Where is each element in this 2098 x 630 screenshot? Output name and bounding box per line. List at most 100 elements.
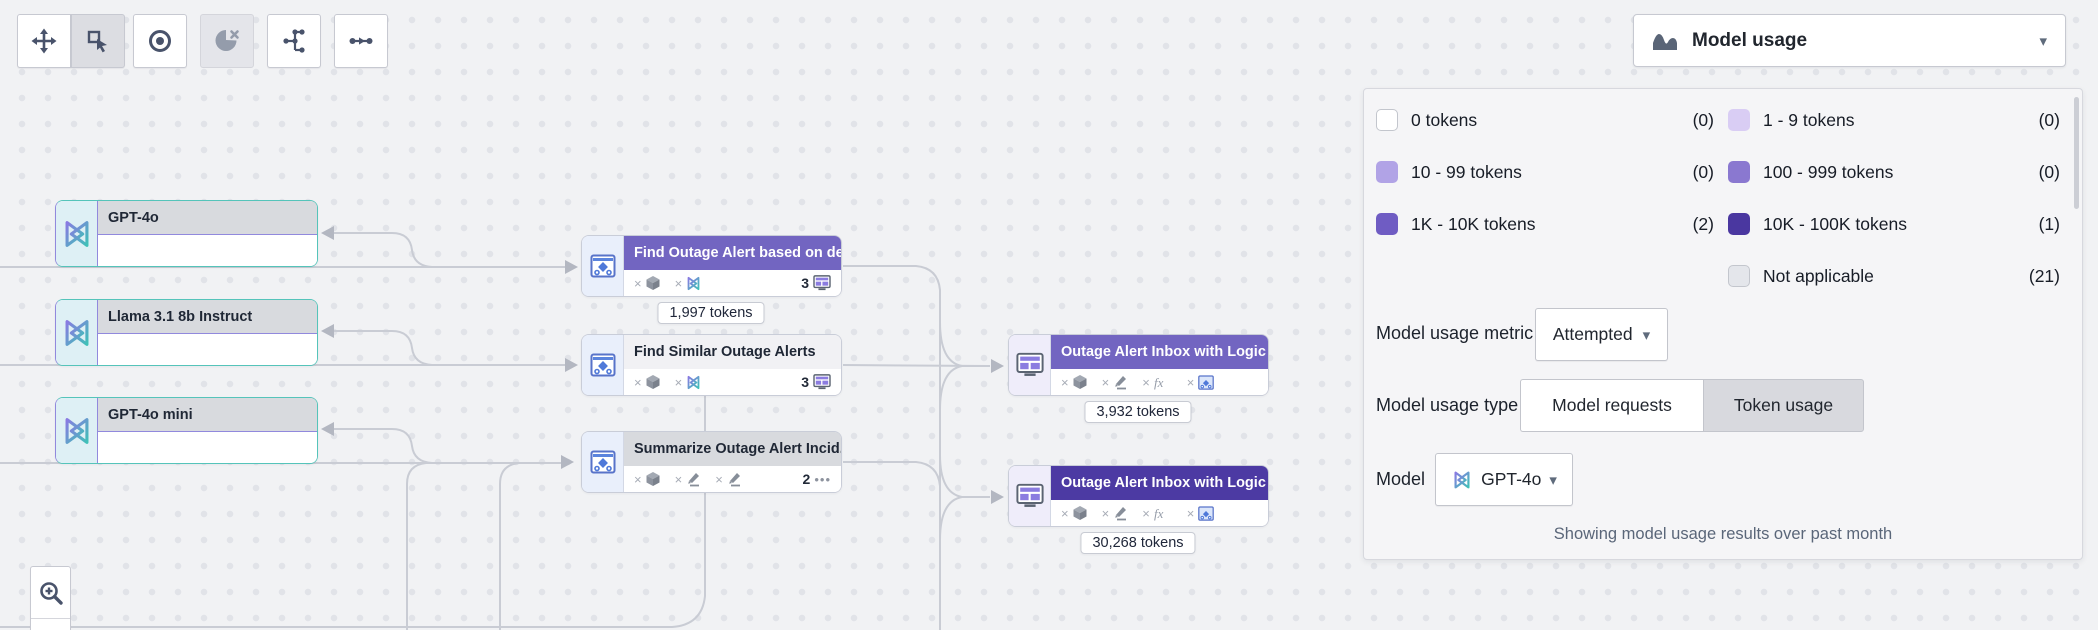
panel-scrollbar[interactable] [2074, 97, 2079, 209]
node-title: GPT-4o mini [98, 398, 317, 432]
cube-icon [646, 375, 660, 389]
node-body: × × × [624, 466, 841, 492]
input-model-chip: × [675, 374, 703, 391]
model-node-iconbox [56, 300, 98, 365]
model-hourglass-icon [687, 276, 700, 290]
node-body [98, 334, 317, 365]
pan-tool-button[interactable] [17, 14, 71, 68]
zoom-in-button[interactable] [31, 567, 70, 619]
token-count-badge: 3,932 tokens [1084, 401, 1192, 423]
logic-function-icon [1198, 374, 1215, 390]
model-usage-panel: 0 tokens (0) 10 - 99 tokens (0) 1K - 10K… [1363, 88, 2083, 560]
merge-arrow-icon [349, 37, 373, 45]
legend-item-10-99-tokens[interactable]: 10 - 99 tokens (0) [1376, 157, 1714, 187]
input-function-chip: × fx [1142, 506, 1173, 521]
usage-type-segmented-control: Model requests Token usage [1520, 379, 1864, 432]
function-node-iconbox [582, 236, 624, 296]
node-title: Summarize Outage Alert Incid... [624, 432, 841, 466]
model-hourglass-icon [65, 417, 88, 444]
input-object-chip: × [1061, 374, 1088, 390]
svg-text:fx: fx [1154, 506, 1164, 521]
node-title: GPT-4o [98, 201, 317, 235]
node-title: Find Similar Outage Alerts [624, 335, 841, 369]
model-dropdown[interactable]: GPT-4o ▾ [1435, 453, 1573, 506]
token-count-badge: 30,268 tokens [1080, 532, 1196, 554]
model-hourglass-icon [687, 375, 700, 389]
node-outage-alert-inbox-1[interactable]: Outage Alert Inbox with Logic ... × × [1008, 334, 1269, 396]
legend-item-not-applicable[interactable]: Not applicable (21) [1728, 261, 2060, 291]
node-title: Llama 3.1 8b Instruct [98, 300, 317, 334]
node-outage-alert-inbox-2[interactable]: Outage Alert Inbox with Logic × × [1008, 465, 1269, 527]
legend-item-10k-100k-tokens[interactable]: 10K - 100K tokens (1) [1728, 209, 2060, 239]
usage-chart-tool-button[interactable] [200, 14, 254, 68]
output-count: 3 [801, 275, 809, 291]
metric-label: Model usage metric [1376, 323, 1534, 343]
legend-item-0-tokens[interactable]: 0 tokens (0) [1376, 105, 1714, 135]
logic-function-icon [590, 353, 615, 377]
legend-item-1k-10k-tokens[interactable]: 1K - 10K tokens (2) [1376, 209, 1714, 239]
model-requests-button[interactable]: Model requests [1520, 379, 1703, 432]
node-body: × × 3 [624, 369, 841, 395]
model-node-iconbox [56, 201, 98, 266]
cube-icon [1073, 375, 1087, 389]
zoom-controls [30, 566, 71, 630]
node-find-outage-alert[interactable]: Find Outage Alert based on de... × × [581, 235, 842, 297]
node-title: Outage Alert Inbox with Logic ... [1051, 335, 1268, 369]
node-body: × × × fx [1051, 369, 1268, 395]
pen-icon [688, 473, 700, 487]
node-summarize-outage-alert[interactable]: Summarize Outage Alert Incid... × × [581, 431, 842, 493]
node-body: × × 3 [624, 270, 841, 296]
metric-dropdown[interactable]: Attempted ▾ [1535, 308, 1668, 361]
move-arrows-icon [31, 28, 57, 54]
chevron-down-icon: ▾ [1549, 471, 1557, 489]
node-llama-3-1-8b-instruct[interactable]: Llama 3.1 8b Instruct [55, 299, 318, 366]
legend-swatch [1728, 109, 1750, 131]
node-gpt-4o[interactable]: GPT-4o [55, 200, 318, 267]
node-gpt-4o-mini[interactable]: GPT-4o mini [55, 397, 318, 464]
layout-tool-button[interactable] [267, 14, 321, 68]
legend-swatch [1376, 213, 1398, 235]
node-body: × × × fx [1051, 500, 1268, 526]
node-body [98, 235, 317, 266]
magnifier-plus-icon [39, 581, 63, 605]
legend-item-100-999-tokens[interactable]: 100 - 999 tokens (0) [1728, 157, 2060, 187]
cube-icon [646, 472, 660, 486]
pen-icon [1115, 507, 1127, 521]
inbox-app-icon [813, 374, 831, 390]
chevron-down-icon: ▾ [2039, 32, 2047, 50]
usage-type-label: Model usage type [1376, 395, 1519, 415]
view-mode-label: Model usage [1692, 29, 1808, 51]
select-tool-button[interactable] [71, 14, 125, 68]
connect-tool-button[interactable] [334, 14, 388, 68]
input-model-chip: × [675, 275, 703, 292]
input-writeback-chip: × [1102, 374, 1129, 390]
legend-swatch [1376, 109, 1398, 131]
input-function-chip: × fx [1142, 375, 1173, 390]
node-body [98, 432, 317, 463]
pen-icon [1115, 376, 1127, 390]
svg-text:fx: fx [1154, 375, 1164, 390]
legend-swatch [1728, 161, 1750, 183]
hierarchy-icon [283, 29, 305, 53]
token-usage-button[interactable]: Token usage [1703, 379, 1864, 432]
input-object-chip: × [1061, 505, 1088, 521]
model-hourglass-icon [65, 319, 88, 346]
model-node-iconbox [56, 398, 98, 463]
focus-tool-button[interactable] [133, 14, 187, 68]
inbox-app-icon [1015, 352, 1044, 376]
pen-icon [728, 473, 740, 487]
input-writeback-chip: × [1102, 505, 1129, 521]
inbox-app-icon [813, 275, 831, 291]
view-mode-selector[interactable]: Model usage ▾ [1633, 14, 2066, 67]
output-count: 2 [802, 471, 811, 487]
area-chart-icon [1653, 33, 1677, 50]
input-writeback-chip: × [675, 471, 702, 487]
node-find-similar-outage-alerts[interactable]: Find Similar Outage Alerts × × 3 [581, 334, 842, 396]
legend-swatch [1728, 213, 1750, 235]
chevron-down-icon: ▾ [1642, 326, 1651, 344]
input-object-chip: × [634, 275, 661, 291]
output-node-iconbox [1009, 466, 1051, 526]
input-logic-chip: × [1187, 374, 1216, 390]
model-hourglass-icon [1454, 471, 1470, 488]
legend-item-1-9-tokens[interactable]: 1 - 9 tokens (0) [1728, 105, 2060, 135]
